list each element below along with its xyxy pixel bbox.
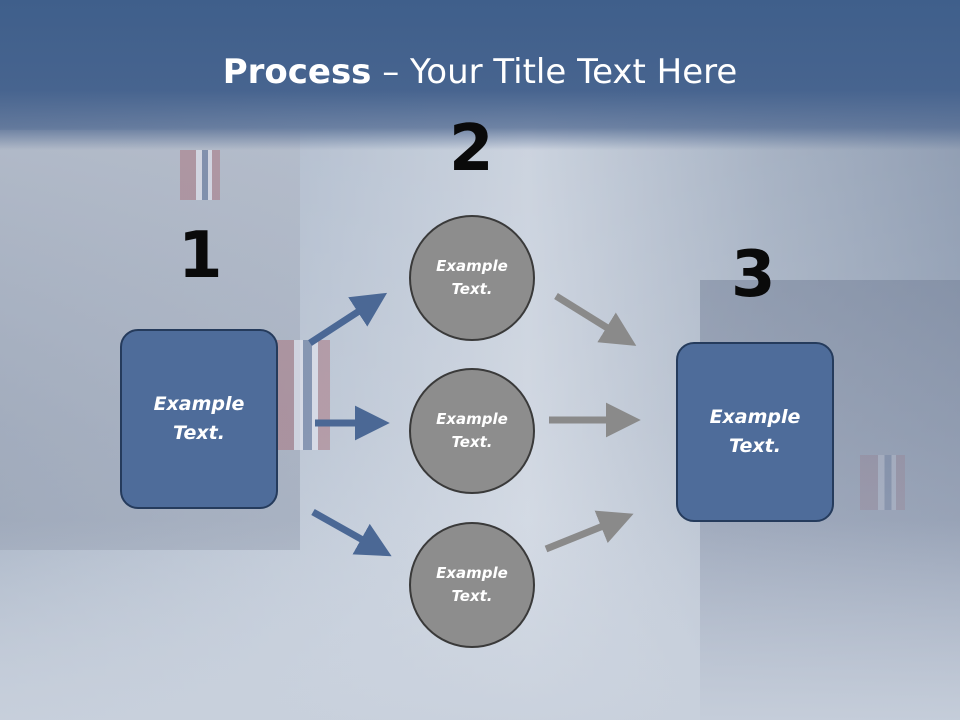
circle-bottom-text: Example Text. xyxy=(436,564,508,605)
step-2-circle-bottom: Example Text. xyxy=(409,522,535,648)
step-number-1: 1 xyxy=(178,219,223,293)
arrow-1-to-bottom xyxy=(311,508,392,557)
arrow-bottom-to-3 xyxy=(544,510,634,553)
step-number-3: 3 xyxy=(731,238,776,312)
title-rest: – Your Title Text Here xyxy=(371,52,738,92)
background-flag xyxy=(180,150,220,200)
circle-top-text: Example Text. xyxy=(436,257,508,298)
background-flag xyxy=(270,340,330,450)
arrow-top-to-3 xyxy=(554,293,637,346)
arrow-1-to-top xyxy=(308,292,388,346)
step-2-circle-top: Example Text. xyxy=(409,215,535,341)
step-1-text: Example Text. xyxy=(153,393,245,444)
step-number-2: 2 xyxy=(449,112,494,186)
step-3-text: Example Text. xyxy=(709,406,801,457)
circle-middle-text: Example Text. xyxy=(436,410,508,451)
title-bold: Process xyxy=(222,52,372,92)
step-1-box: Example Text. xyxy=(120,329,278,509)
slide-title: Process – Your Title Text Here xyxy=(0,52,960,92)
step-2-circle-middle: Example Text. xyxy=(409,368,535,494)
title-bar xyxy=(0,0,960,150)
step-3-box: Example Text. xyxy=(676,342,834,522)
